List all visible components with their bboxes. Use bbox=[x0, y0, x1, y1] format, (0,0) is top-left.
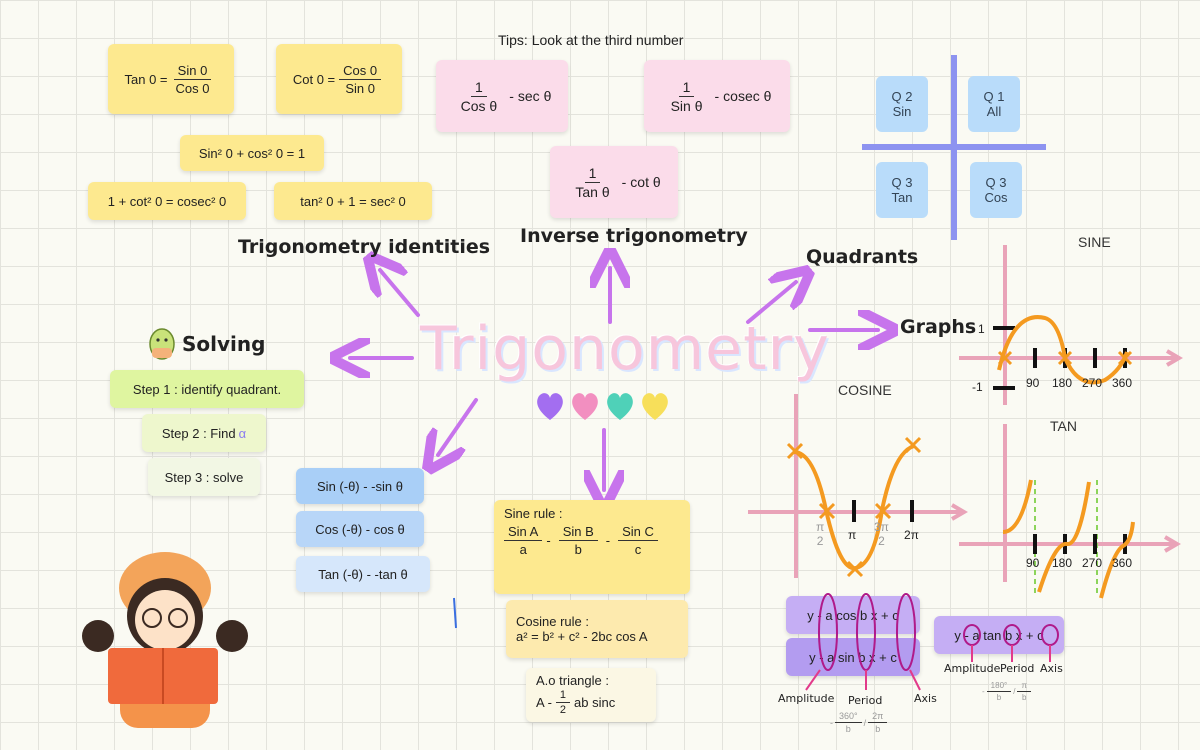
tan-tick-360: 360 bbox=[1112, 556, 1133, 570]
alpha-symbol: α bbox=[238, 425, 247, 441]
tan-lhs: Tan 0 = bbox=[124, 71, 168, 87]
pea-character-icon bbox=[149, 328, 175, 360]
heart-yellow-icon bbox=[642, 393, 668, 420]
quadrant-axes bbox=[862, 55, 1046, 240]
solving-title: Solving bbox=[182, 332, 266, 356]
tan-tick-270: 270 bbox=[1082, 556, 1103, 570]
cos-general-equation: y - a cos b x + c bbox=[786, 596, 920, 634]
cos-negative-card: Cos (-θ) - cos θ bbox=[296, 511, 424, 547]
tips-text: Tips: Look at the third number bbox=[498, 32, 684, 48]
tan-graph bbox=[959, 424, 1181, 599]
heart-teal-icon bbox=[607, 393, 633, 420]
tan-label: TAN bbox=[1050, 418, 1077, 434]
quadrants-title: Quadrants bbox=[806, 246, 919, 268]
tan-negative-card: Tan (-θ) - -tan θ bbox=[296, 556, 430, 592]
center-title: Trigonometry bbox=[420, 314, 830, 384]
amplitude-label: Amplitude bbox=[778, 692, 835, 705]
hearts-decoration bbox=[537, 393, 668, 420]
sine-tick-360: 360 bbox=[1112, 376, 1133, 390]
cosec-value: cosec θ bbox=[723, 88, 772, 104]
sine-tick-180: 180 bbox=[1052, 376, 1073, 390]
identities-title: Trigonometry identities bbox=[238, 236, 491, 258]
sine-tick-270: 270 bbox=[1082, 376, 1103, 390]
sec-value: sec θ bbox=[517, 88, 552, 104]
arrow-to-identities bbox=[380, 270, 420, 317]
blue-pen-mark bbox=[453, 597, 457, 629]
tan-period-label: Period bbox=[1000, 662, 1035, 675]
graphs-title: Graphs bbox=[900, 316, 977, 338]
sine-y-max: 1 bbox=[978, 322, 985, 336]
heart-pink-icon bbox=[572, 393, 598, 420]
sine-label: SINE bbox=[1078, 234, 1111, 250]
sine-tick-90: 90 bbox=[1026, 376, 1040, 390]
sine-y-min: -1 bbox=[972, 380, 983, 394]
arrow-to-negatives bbox=[438, 398, 478, 455]
pythagorean-identity-1: Sin² 0 + cos² 0 = 1 bbox=[180, 135, 324, 171]
cot-value: cot θ bbox=[630, 174, 661, 190]
period-label: Period bbox=[848, 694, 883, 707]
cosine-rule-formula: a² = b² + c² - 2bc cos A bbox=[516, 629, 648, 644]
tan-axis-label: Axis bbox=[1040, 662, 1063, 675]
cosine-graph bbox=[748, 394, 968, 578]
reading-girl-illustration bbox=[82, 552, 248, 728]
cos-tick-2pi: 2π bbox=[904, 528, 919, 542]
heart-purple-icon bbox=[537, 393, 563, 420]
equation-annotations bbox=[805, 593, 1059, 691]
step-1-card: Step 1 : identify quadrant. bbox=[110, 370, 304, 408]
axis-label: Axis bbox=[914, 692, 937, 705]
sin-negative-card: Sin (-θ) - -sin θ bbox=[296, 468, 424, 504]
pythagorean-identity-3: tan² 0 + 1 = sec² 0 bbox=[274, 182, 432, 220]
arrow-to-quadrants bbox=[746, 282, 796, 324]
cosine-label: COSINE bbox=[838, 382, 892, 398]
tan-amplitude-label: Amplitude bbox=[944, 662, 1001, 675]
step-3-card: Step 3 : solve bbox=[148, 458, 260, 496]
pythagorean-identity-2: 1 + cot² 0 = cosec² 0 bbox=[88, 182, 246, 220]
tan-tick-90: 90 bbox=[1026, 556, 1040, 570]
tan-tick-180: 180 bbox=[1052, 556, 1073, 570]
cosine-rule-card: Cosine rule : a² = b² + c² - 2bc cos A bbox=[506, 600, 688, 658]
cos-tick-pi: π bbox=[848, 528, 857, 542]
sine-rule-title: Sine rule : bbox=[504, 506, 563, 521]
sine-graph bbox=[959, 245, 1183, 405]
inverse-title: Inverse trigonometry bbox=[520, 225, 748, 247]
cot-lhs: Cot 0 = bbox=[292, 71, 336, 87]
